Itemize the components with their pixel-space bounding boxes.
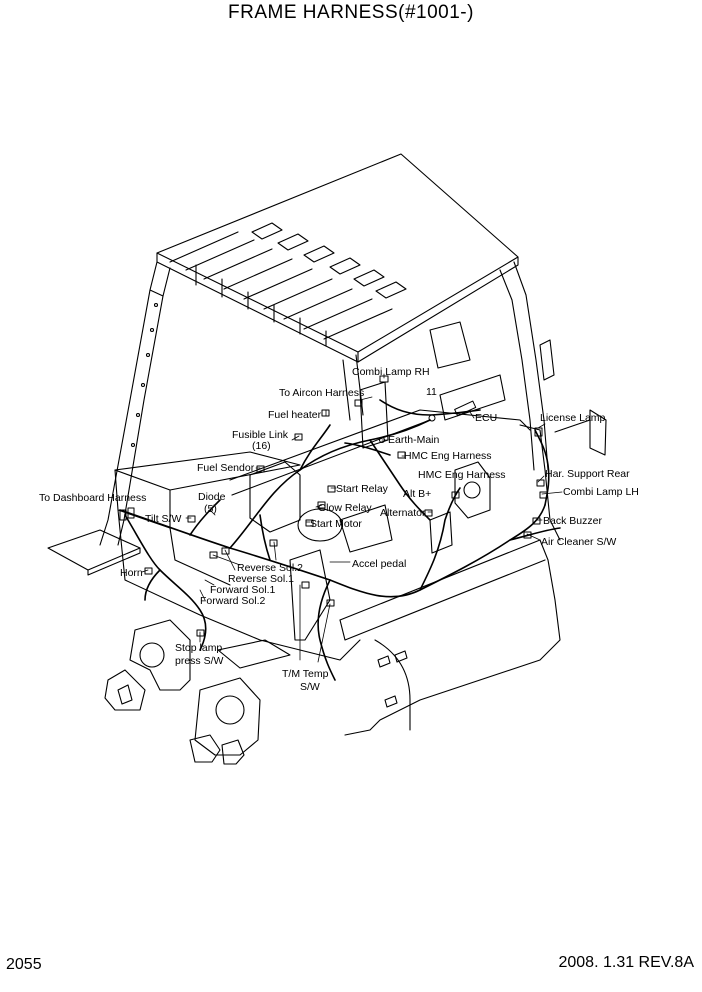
- label-forward-sol-1: Forward Sol.1: [210, 584, 276, 596]
- label-start-motor: Start Motor: [310, 518, 362, 530]
- label-fuel-heater: Fuel heater: [268, 409, 322, 421]
- leader-lines: [141, 373, 563, 663]
- label-fusible-link: Fusible Link: [232, 429, 289, 441]
- label-fusible-link-qty: (16): [252, 440, 271, 452]
- label-forward-sol-2: Forward Sol.2: [200, 595, 266, 607]
- label-start-relay: Start Relay: [336, 483, 389, 495]
- overhead-guard: [99, 153, 555, 546]
- page-number: 2055: [6, 956, 42, 973]
- label-tilt-sw: Tilt S/W: [145, 513, 181, 525]
- label-tm-temp-line1: T/M Temp: [282, 668, 329, 680]
- label-alt-b: Alt B+: [403, 488, 431, 500]
- label-stop-lamp-line2: press S/W: [175, 655, 224, 667]
- label-item-11: 11: [426, 386, 437, 398]
- wire-harness: [119, 399, 561, 681]
- label-diode: Diode: [198, 491, 226, 503]
- label-hmc-eng-harness-1: HMC Eng Harness: [404, 450, 492, 462]
- label-har-support-rear: Har. Support Rear: [545, 468, 630, 480]
- label-back-buzzer: Back Buzzer: [543, 515, 602, 527]
- label-fuel-sendor: Fuel Sendor: [197, 462, 255, 474]
- label-earth-main: Earth-Main: [388, 434, 440, 446]
- label-to-dashboard-harness: To Dashboard Harness: [39, 492, 146, 504]
- label-horn: Horn: [120, 567, 143, 579]
- label-stop-lamp-line1: Stop lamp: [175, 642, 222, 654]
- label-reverse-sol-1: Reverse Sol.1: [228, 573, 294, 585]
- page-title: FRAME HARNESS(#1001-): [228, 2, 474, 23]
- label-combi-lamp-rh: Combi Lamp RH: [352, 366, 430, 378]
- label-alternator: Alternator: [380, 507, 426, 519]
- label-hmc-eng-harness-2: HMC Eng Harness: [418, 469, 506, 481]
- label-ecu: ECU: [475, 412, 497, 424]
- label-combi-lamp-lh: Combi Lamp LH: [563, 486, 639, 498]
- label-to-aircon-harness: To Aircon Harness: [279, 387, 364, 399]
- label-reverse-sol-2: Reverse Sol.2: [237, 562, 303, 574]
- label-accel-pedal: Accel pedal: [352, 558, 406, 570]
- revision-stamp: 2008. 1.31 REV.8A: [558, 954, 694, 971]
- label-tm-temp-line2: S/W: [300, 681, 320, 693]
- label-air-cleaner-sw: Air Cleaner S/W: [541, 536, 616, 548]
- label-glow-relay: Glow Relay: [318, 502, 372, 514]
- connectors: [119, 375, 548, 637]
- label-diode-qty: (5): [204, 503, 217, 515]
- label-license-lamp: License Lamp: [540, 412, 606, 424]
